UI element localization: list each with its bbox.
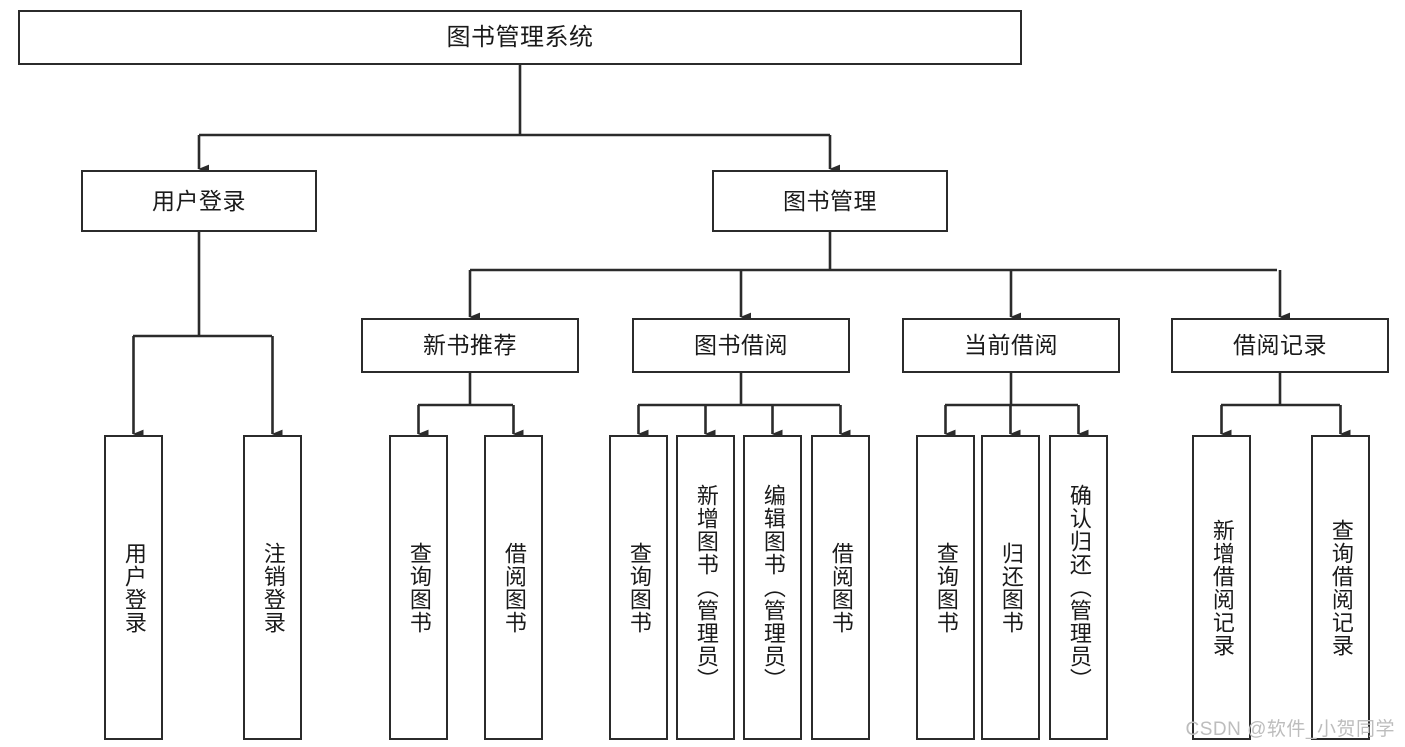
- node-book-manage[interactable]: 图书管理: [712, 170, 948, 232]
- node-label: 确认归还（管理员）: [1066, 484, 1092, 691]
- node-label: 注销登录: [260, 541, 286, 634]
- node-label: 新书推荐: [423, 332, 517, 359]
- node-leaf-add-rec[interactable]: 新增借阅记录: [1192, 435, 1251, 740]
- node-leaf-query-2[interactable]: 查询图书: [609, 435, 668, 740]
- node-label: 图书管理: [783, 187, 877, 214]
- node-new-book-rec[interactable]: 新书推荐: [361, 318, 579, 373]
- node-label: 新增借阅记录: [1209, 518, 1235, 657]
- node-label: 用户登录: [152, 187, 246, 214]
- node-leaf-logout[interactable]: 注销登录: [243, 435, 302, 740]
- node-label: 归还图书: [998, 541, 1024, 634]
- node-leaf-query-1[interactable]: 查询图书: [389, 435, 448, 740]
- node-leaf-add-book[interactable]: 新增图书（管理员）: [676, 435, 735, 740]
- node-label: 编辑图书（管理员）: [760, 484, 786, 691]
- node-label: 借阅图书: [828, 541, 854, 634]
- node-label: 查询图书: [933, 541, 959, 634]
- node-leaf-return[interactable]: 归还图书: [981, 435, 1040, 740]
- node-label: 借阅记录: [1233, 332, 1327, 359]
- node-label: 图书管理系统: [446, 23, 594, 51]
- node-leaf-query-3[interactable]: 查询图书: [916, 435, 975, 740]
- node-current-borrow[interactable]: 当前借阅: [902, 318, 1120, 373]
- node-label: 借阅图书: [501, 541, 527, 634]
- node-leaf-user-login[interactable]: 用户登录: [104, 435, 163, 740]
- node-label: 当前借阅: [964, 332, 1058, 359]
- node-label: 查询图书: [626, 541, 652, 634]
- node-leaf-edit-book[interactable]: 编辑图书（管理员）: [743, 435, 802, 740]
- node-leaf-query-rec[interactable]: 查询借阅记录: [1311, 435, 1370, 740]
- node-user-login[interactable]: 用户登录: [81, 170, 317, 232]
- node-book-borrow[interactable]: 图书借阅: [632, 318, 850, 373]
- node-label: 用户登录: [121, 541, 147, 634]
- node-leaf-borrow-2[interactable]: 借阅图书: [811, 435, 870, 740]
- node-label: 查询借阅记录: [1328, 518, 1354, 657]
- node-label: 查询图书: [406, 541, 432, 634]
- node-leaf-borrow-1[interactable]: 借阅图书: [484, 435, 543, 740]
- node-root[interactable]: 图书管理系统: [18, 10, 1022, 65]
- node-leaf-confirm[interactable]: 确认归还（管理员）: [1049, 435, 1108, 740]
- node-borrow-record[interactable]: 借阅记录: [1171, 318, 1389, 373]
- node-label: 图书借阅: [694, 332, 788, 359]
- node-label: 新增图书（管理员）: [693, 484, 719, 691]
